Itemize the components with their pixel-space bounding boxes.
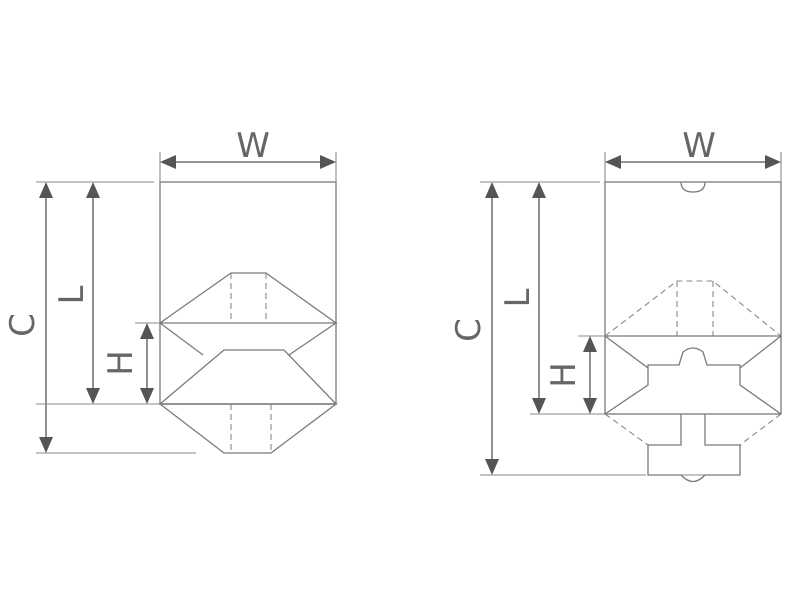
left-length-label: L (52, 285, 92, 304)
right-width-label: W (682, 126, 716, 166)
left-width-dimension (159, 152, 337, 182)
left-height-dimension (135, 322, 160, 404)
left-bag: W C L H (3, 126, 339, 454)
right-width-dimension (604, 152, 782, 182)
left-bag-outline (157, 181, 339, 454)
right-length-label: L (498, 288, 538, 307)
right-bag: W C L H (449, 126, 783, 483)
left-width-label: W (236, 126, 270, 166)
left-length-dimension (36, 182, 160, 405)
left-total-dimension (36, 181, 196, 454)
left-height-label: H (101, 350, 141, 376)
right-total-dimension (480, 181, 646, 476)
right-height-dimension (578, 335, 605, 414)
left-total-label: C (3, 313, 43, 337)
right-length-dimension (530, 182, 605, 415)
right-bag-outline (603, 181, 783, 483)
right-total-label: C (449, 318, 489, 342)
right-height-label: H (544, 362, 584, 388)
